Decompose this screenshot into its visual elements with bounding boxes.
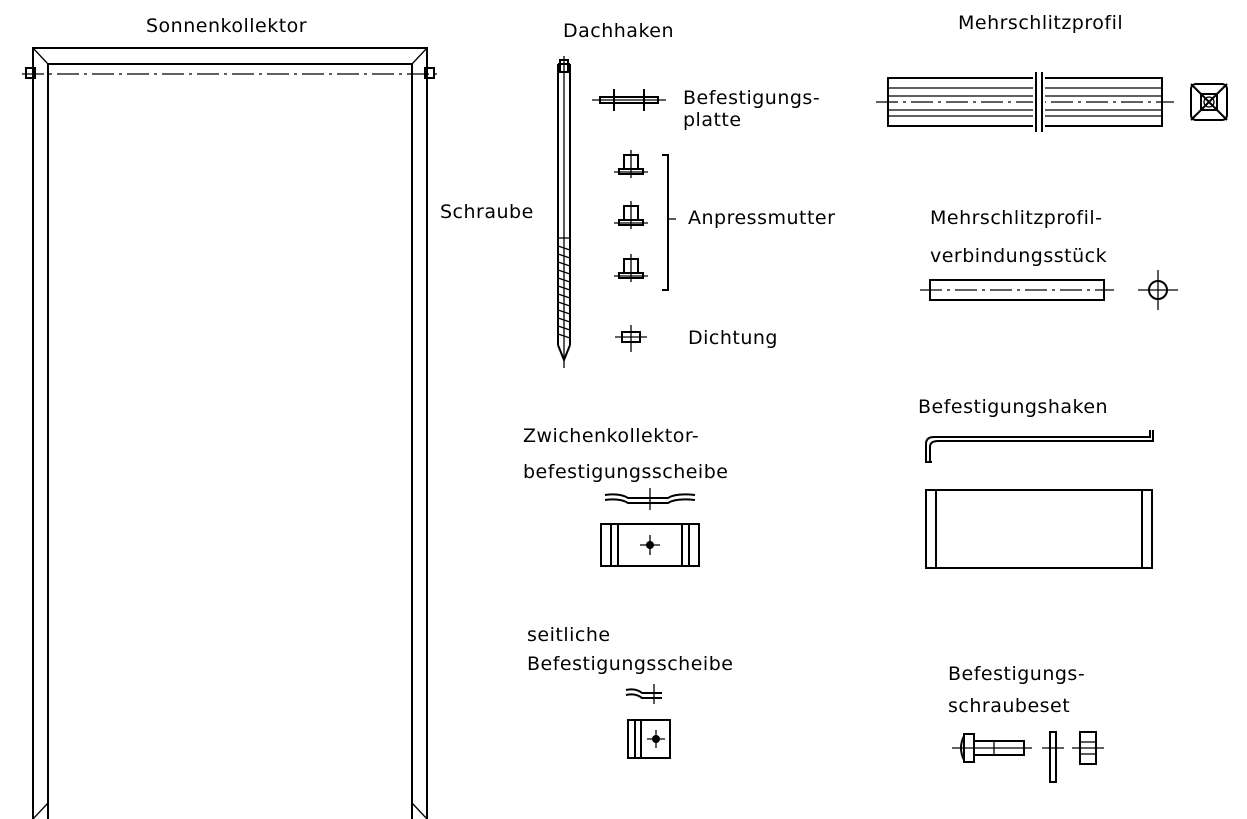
label-befestigungsplatte-line2: platte [683,109,742,131]
label-zwischen-line1: Zwichenkollektor- [523,425,699,447]
label-seitliche-line2: Befestigungsscheibe [527,653,733,675]
label-seitliche-line1: seitliche [527,624,611,646]
label-befestigungsplatte-line1: Befestigungs- [683,87,820,109]
mounting-hook-drawing [925,430,1154,569]
label-zwischen-line2: befestigungsscheibe [523,461,728,483]
label-verbindungsstueck-line2: verbindungsstück [930,245,1107,267]
label-anpressmutter: Anpressmutter [688,207,835,229]
pressure-nut-bracket [662,154,669,291]
label-mehrschlitzprofil: Mehrschlitzprofil [958,12,1123,34]
screw-set-drawing [952,731,1104,783]
label-sonnenkollektor: Sonnenkollektor [146,15,307,37]
label-schraube: Schraube [440,201,534,223]
label-schraubset-line1: Befestigungs- [948,663,1085,685]
side-washer-drawing [625,684,671,759]
pressure-nut-drawing-3 [614,254,648,282]
pressure-nut-drawing-2 [614,201,648,229]
label-schraubset-line2: schraubeset [948,695,1070,717]
mounting-plate-drawing [592,89,666,111]
multi-slot-profile-section-icon [1190,83,1228,121]
label-verbindungsstueck-line1: Mehrschlitzprofil- [930,207,1103,229]
pressure-nut-drawing-1 [614,150,648,178]
roof-hook-screw-drawing [557,56,571,368]
label-dichtung: Dichtung [688,327,778,349]
label-befestigungshaken: Befestigungshaken [918,396,1108,418]
intermediate-washer-drawing [600,488,700,567]
connector-piece-drawing [920,270,1178,310]
seal-drawing [615,325,647,352]
multi-slot-profile-drawing [876,72,1174,132]
label-dachhaken: Dachhaken [563,20,674,42]
solar-collector-drawing [22,47,440,819]
